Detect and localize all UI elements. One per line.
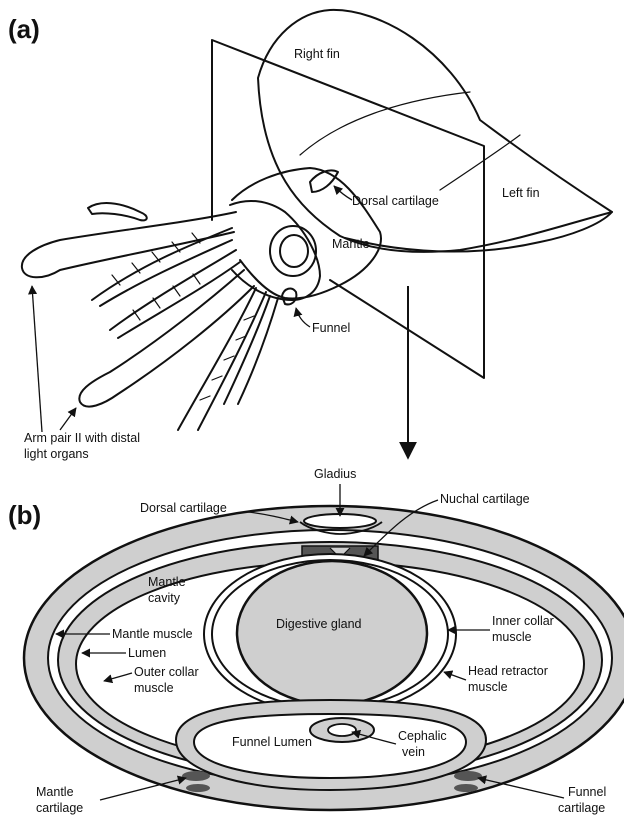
panel-a-label: (a): [8, 14, 40, 44]
label-head-retractor-2: muscle: [468, 680, 508, 694]
dorsal-cartilage-shape: [310, 170, 338, 192]
arrow-arm-upper: [32, 286, 42, 432]
tentacle-curl: [88, 203, 147, 220]
label-gladius: Gladius: [314, 467, 356, 481]
label-right-fin: Right fin: [294, 47, 340, 61]
head-outline: [230, 201, 320, 300]
panel-b: (b) Gladius Dorsal cartilage Nuchal cart…: [8, 467, 624, 815]
label-funnel-cartilage-1: Funnel: [568, 785, 606, 799]
eye-outer: [270, 226, 316, 276]
label-mantle-cartilage-2: cartilage: [36, 801, 83, 815]
arm-pair-ii-upper: [22, 212, 236, 277]
funnel-cartilage-nub-2: [454, 784, 478, 792]
left-fin-outline: [345, 212, 612, 252]
label-mantle-cavity-2: cavity: [148, 591, 181, 605]
gladius: [304, 514, 376, 528]
label-mantle: Mantle: [332, 237, 370, 251]
mantle-cartilage-nub-2: [186, 784, 210, 792]
arrow-funnel: [296, 308, 310, 327]
label-digestive-gland: Digestive gland: [276, 617, 362, 631]
eye-inner: [280, 235, 308, 267]
funnel-shape: [282, 289, 296, 305]
label-lumen: Lumen: [128, 646, 166, 660]
label-dorsal-cartilage-b: Dorsal cartilage: [140, 501, 227, 515]
mantle-outline: [232, 168, 381, 298]
label-arm-pair-line2: light organs: [24, 447, 89, 461]
fin-line-2: [440, 135, 520, 190]
label-funnel-cartilage-2: cartilage: [558, 801, 605, 815]
arm-6: [224, 296, 278, 404]
label-funnel: Funnel: [312, 321, 350, 335]
label-left-fin: Left fin: [502, 186, 540, 200]
panel-b-label: (b): [8, 500, 41, 530]
panel-a: (a): [8, 10, 612, 461]
funnel-cartilage-nub: [454, 771, 482, 781]
label-dorsal-cartilage-a: Dorsal cartilage: [352, 194, 439, 208]
mantle-cartilage-nub: [182, 771, 210, 781]
label-arm-pair-line1: Arm pair II with distal: [24, 431, 140, 445]
digestive-gland: [237, 561, 427, 705]
label-mantle-muscle: Mantle muscle: [112, 627, 193, 641]
label-mantle-cartilage-1: Mantle: [36, 785, 74, 799]
label-cephalic-2: vein: [402, 745, 425, 759]
label-funnel-lumen: Funnel Lumen: [232, 735, 312, 749]
arm-5: [178, 288, 266, 430]
label-inner-collar-2: muscle: [492, 630, 532, 644]
label-outer-collar-2: muscle: [134, 681, 174, 695]
arms: [22, 203, 278, 430]
label-mantle-cavity-1: Mantle: [148, 575, 186, 589]
label-head-retractor-1: Head retractor: [468, 664, 548, 678]
label-nuchal-cartilage: Nuchal cartilage: [440, 492, 530, 506]
fin-line-1: [300, 92, 470, 155]
arm-3: [110, 250, 240, 338]
cephalic-vein-inner: [328, 724, 356, 736]
label-inner-collar-1: Inner collar: [492, 614, 554, 628]
label-outer-collar-1: Outer collar: [134, 665, 199, 679]
label-cephalic-1: Cephalic: [398, 729, 447, 743]
arrow-arm-lower: [60, 408, 76, 430]
